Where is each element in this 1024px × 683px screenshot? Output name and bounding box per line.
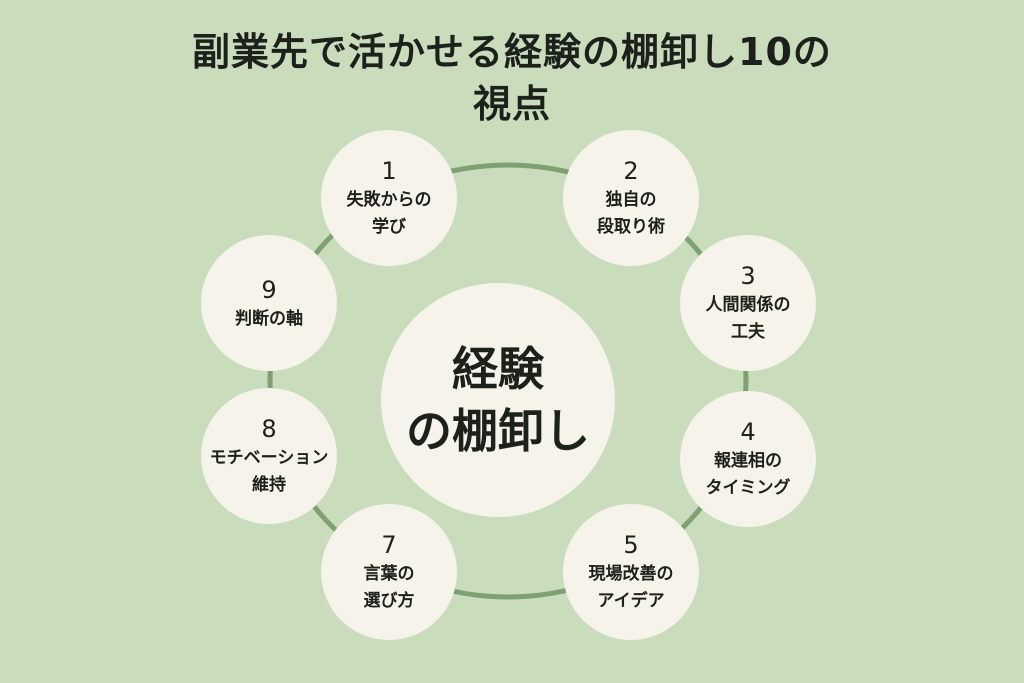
- ring-line: [267, 162, 749, 600]
- node-7-label-line-1: 言葉の: [363, 564, 415, 584]
- node-1-number: 1: [381, 157, 397, 185]
- node-5-label-line-2: アイデア: [597, 591, 665, 611]
- node-3-label-line-2: 工夫: [731, 322, 765, 342]
- center-circle: 経験 の棚卸し: [381, 283, 615, 517]
- node-9: 9 判断の軸: [201, 235, 337, 371]
- title-line-1: 副業先で活かせる経験の棚卸し10の: [192, 30, 832, 74]
- node-5-label-line-1: 現場改善の: [588, 564, 674, 584]
- node-7: 7 言葉の 選び方: [321, 504, 457, 640]
- node-9-label-line-1: 判断の軸: [235, 308, 303, 329]
- node-3-label-line-1: 人間関係の: [705, 295, 791, 315]
- node-5-number: 5: [623, 531, 639, 559]
- node-5: 5 現場改善の アイデア: [563, 504, 699, 640]
- node-2: 2 独自の 段取り術: [563, 130, 699, 266]
- node-8-label-line-2: 維持: [252, 475, 286, 495]
- node-8: 8 モチベーション 維持: [201, 388, 337, 524]
- center-line-1: 経験: [452, 342, 544, 396]
- node-3-number: 3: [740, 262, 756, 290]
- node-7-number: 7: [381, 531, 397, 559]
- node-4-label-line-1: 報連相の: [714, 451, 782, 471]
- title-line-2: 視点: [472, 82, 551, 126]
- node-9-number: 9: [261, 275, 277, 304]
- node-2-number: 2: [623, 157, 639, 185]
- node-4-label-line-2: タイミング: [705, 478, 791, 498]
- node-1-label-line-2: 学び: [372, 217, 406, 237]
- diagram-title: 副業先で活かせる経験の棚卸し10の 視点: [0, 26, 1024, 130]
- node-4: 4 報連相の タイミング: [680, 391, 816, 527]
- center-line-2: の棚卸し: [406, 404, 590, 458]
- node-8-label-line-1: モチベーション: [209, 448, 329, 468]
- node-7-label-line-2: 選び方: [363, 591, 415, 611]
- node-2-label-line-1: 独自の: [605, 190, 657, 210]
- node-2-label-line-2: 段取り術: [597, 217, 665, 237]
- node-1: 1 失敗からの 学び: [321, 130, 457, 266]
- node-8-number: 8: [261, 415, 277, 443]
- node-4-number: 4: [740, 418, 756, 446]
- node-3: 3 人間関係の 工夫: [680, 235, 816, 371]
- node-1-label-line-1: 失敗からの: [346, 190, 432, 210]
